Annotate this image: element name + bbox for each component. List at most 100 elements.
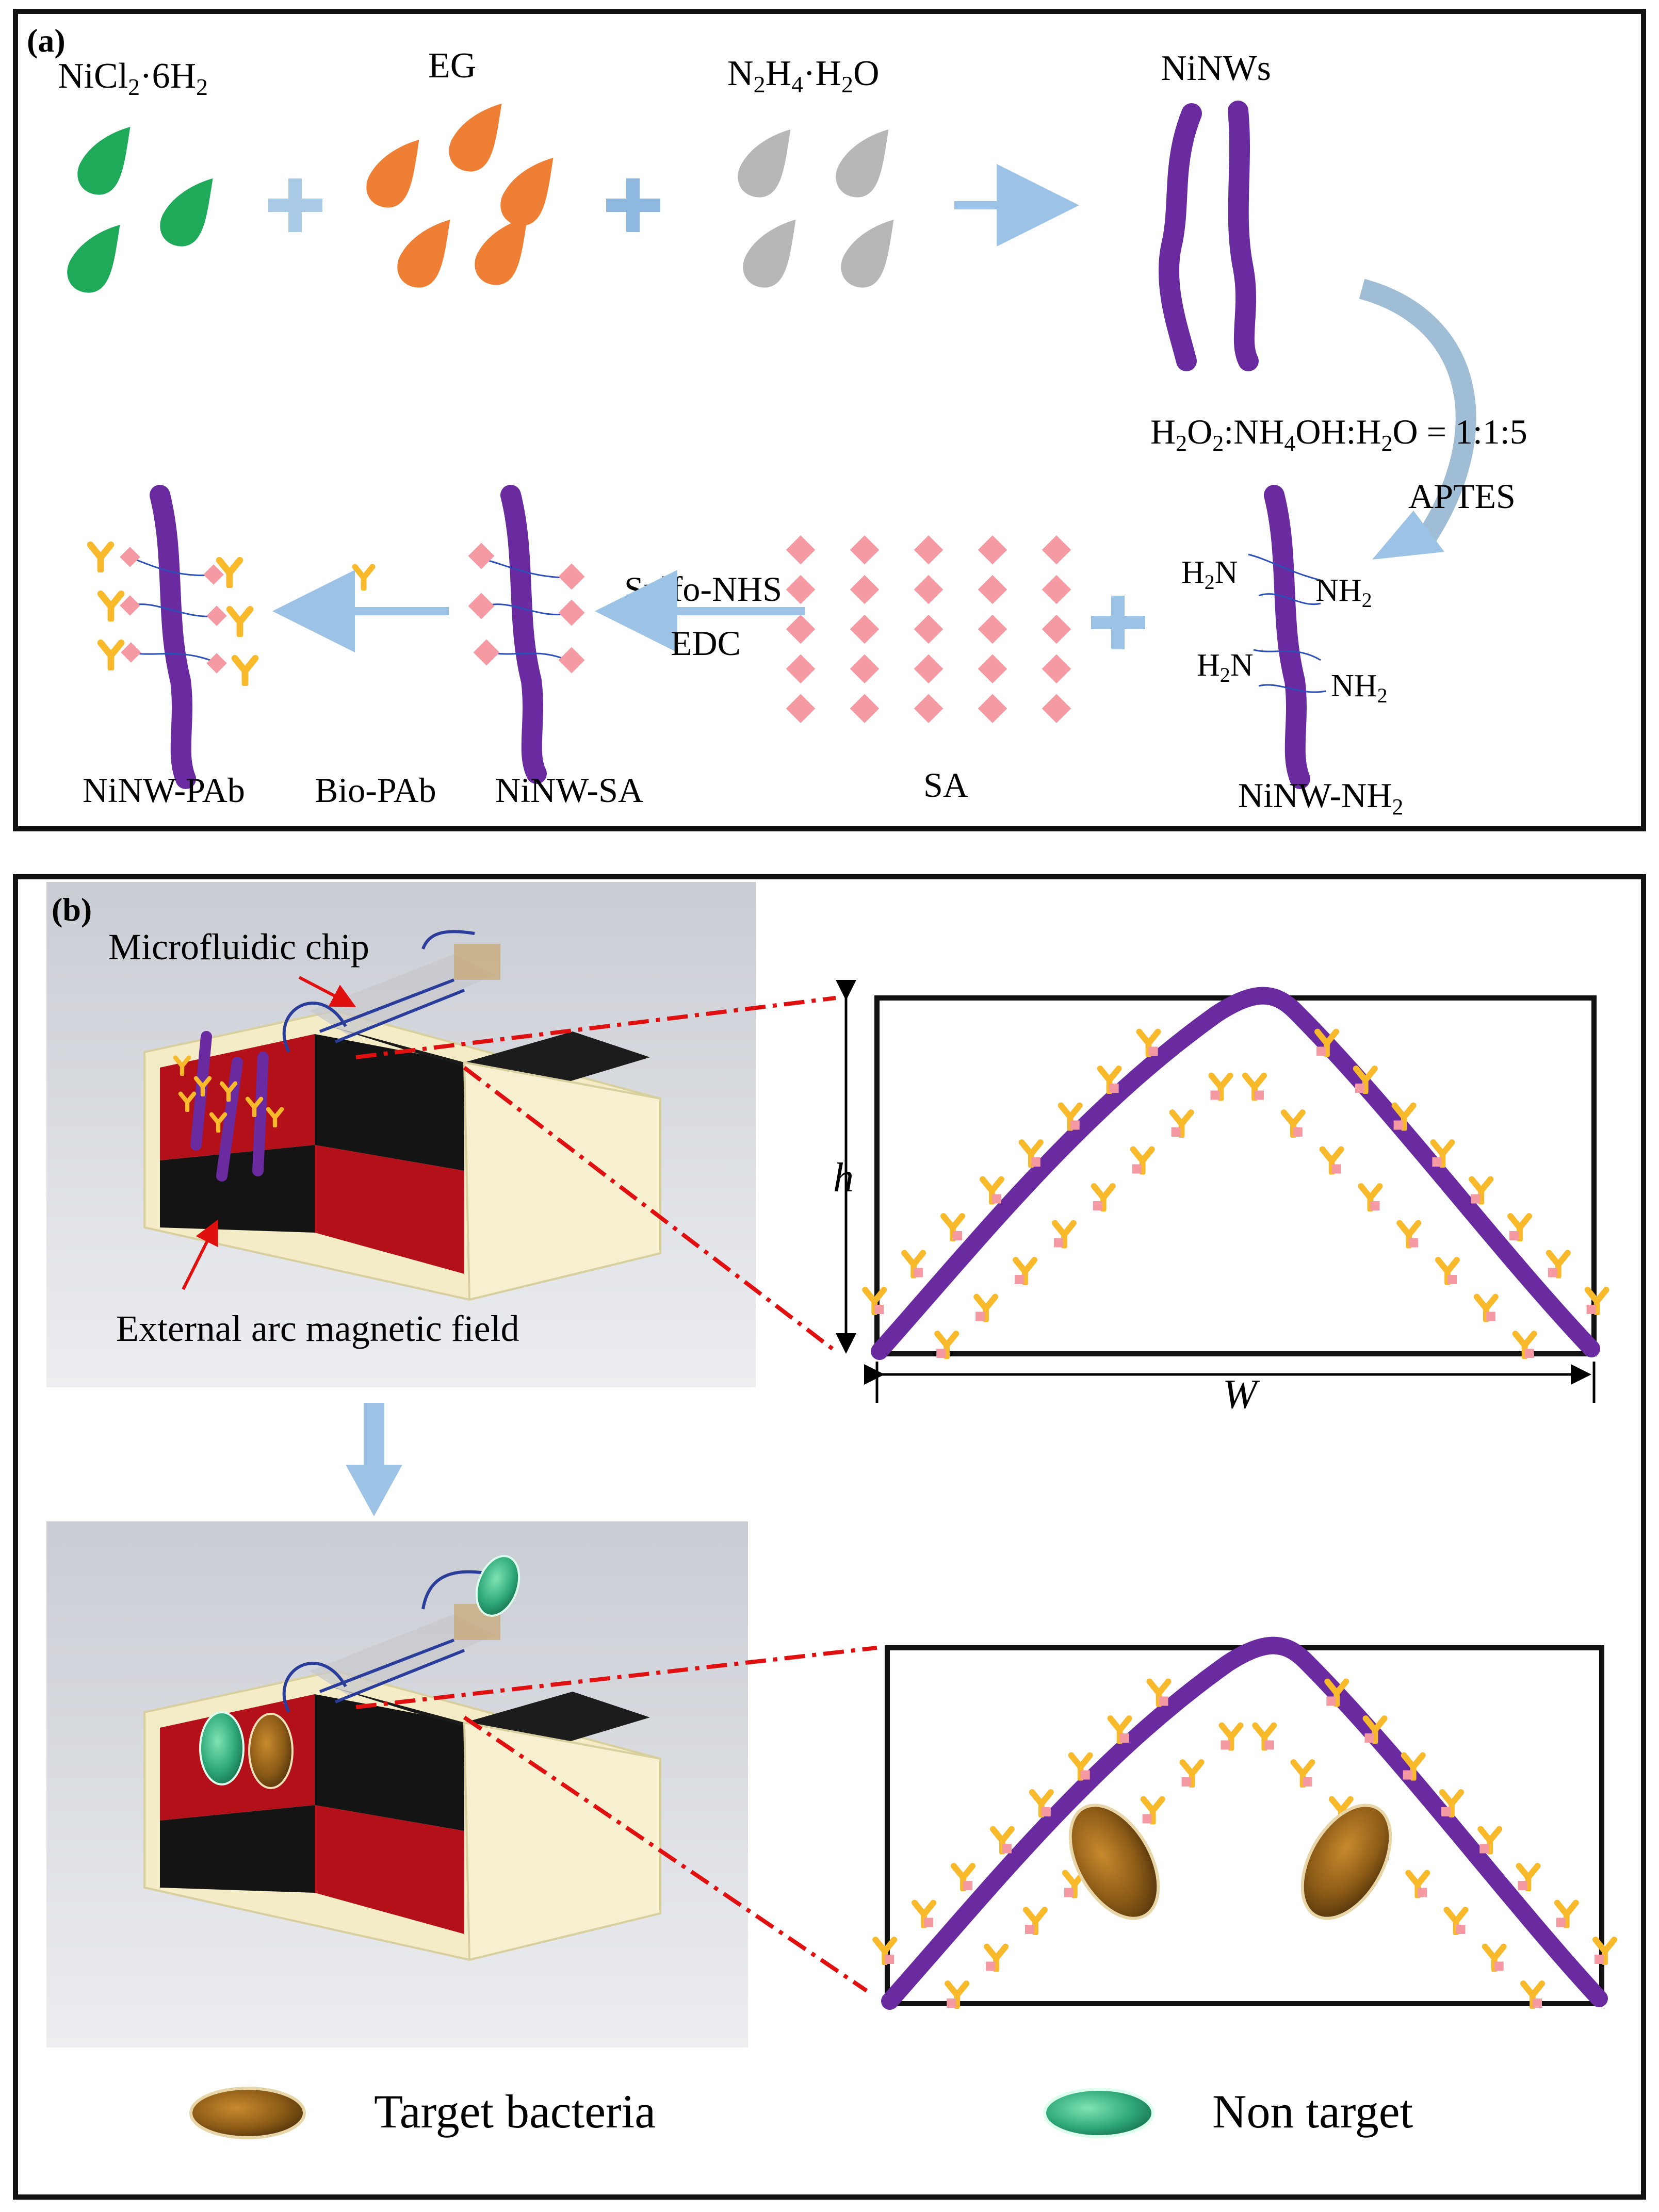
sa-diamond	[850, 654, 880, 684]
sa-diamond	[1556, 1918, 1566, 1927]
sa-diamond	[1255, 1090, 1264, 1100]
sa-diamond	[1042, 575, 1071, 604]
sa-diamond	[1471, 1194, 1481, 1204]
aptes-label: APTES	[1408, 477, 1516, 516]
sa-diamond	[786, 654, 816, 684]
plus-icon	[1091, 596, 1145, 649]
sa-diamond	[1159, 1696, 1168, 1706]
sa-diamond	[1119, 1733, 1129, 1743]
sa-diamond	[1479, 1844, 1489, 1854]
zoom-lines-top	[355, 996, 837, 1353]
sa-diamond	[1355, 1084, 1364, 1093]
sa-diamond	[850, 694, 880, 724]
sa-diamond	[1316, 1046, 1326, 1056]
oxidation-condition: H2O2:NH4OH:H2O = 1:1:5	[1150, 412, 1527, 456]
sa-diamond	[874, 1305, 884, 1314]
sa-diamond	[914, 614, 944, 644]
sa-diamond	[786, 535, 816, 565]
sa-label: SA	[923, 765, 968, 805]
target-bacterium	[1068, 1804, 1160, 1920]
hydrazine-drops	[738, 129, 894, 288]
sa-diamond	[1331, 1164, 1341, 1174]
sa-diamond	[850, 535, 880, 565]
sa-diamond	[1518, 1881, 1527, 1890]
sa-diamond	[1409, 1238, 1419, 1248]
chip-pointer	[298, 976, 356, 1007]
sa-diamond	[978, 535, 1007, 565]
sa-diamond	[978, 654, 1007, 684]
zoom-box-top: h W	[833, 980, 1606, 1417]
sa-diamond	[978, 694, 1007, 724]
sa-diamond	[991, 1194, 1001, 1204]
panel-b-label: (b)	[52, 891, 92, 928]
non-target-bacterium	[199, 1711, 245, 1785]
sa-diamond	[786, 575, 816, 604]
sa-diamond	[1093, 1201, 1102, 1210]
sa-diamond	[1548, 1268, 1557, 1277]
sa-diamond	[1586, 1305, 1596, 1314]
sa-diamond	[1364, 1733, 1374, 1743]
magnet-render-top: Microfluidic chip External arc magnetic …	[46, 882, 756, 1387]
sa-diamond	[786, 614, 816, 644]
sa-diamond	[1109, 1084, 1119, 1093]
sa-diamond	[1148, 1046, 1158, 1056]
down-arrow	[346, 1403, 402, 1516]
sa-diamond	[1142, 1814, 1152, 1824]
ninw-nh2-wire	[1248, 485, 1326, 789]
panel-a-frame	[13, 9, 1646, 831]
sa-diamond	[1447, 1275, 1457, 1284]
sa-diamond	[1181, 1777, 1191, 1787]
sa-diamond	[1042, 654, 1071, 684]
legend-non-target-label: Non target	[1212, 2085, 1413, 2138]
zoom-box-bottom	[875, 1636, 1614, 2010]
ninws-label: NiNWs	[1161, 48, 1271, 88]
ninw-nh2-label: NiNW-NH2	[1238, 776, 1403, 820]
ninw-pab-label: NiNW-PAb	[83, 771, 245, 810]
sa-diamond	[914, 535, 944, 565]
sa-diamond	[1015, 1275, 1024, 1284]
sa-diamond	[1486, 1312, 1495, 1321]
sa-diamond	[914, 654, 944, 684]
eg-label: EG	[428, 46, 476, 86]
sulfo-nhs-label: Sulfo-NHS	[624, 569, 782, 609]
sa-diamond	[1303, 1777, 1312, 1787]
sa-diamond	[1053, 1238, 1063, 1248]
sa-diamond	[1041, 1807, 1051, 1816]
ninw-sa-wire	[468, 485, 585, 784]
sa-diamond	[1132, 1164, 1142, 1174]
sa-diamond	[953, 1231, 962, 1240]
microfluidic-chip-label: Microfluidic chip	[108, 926, 369, 968]
sa-diamond	[1210, 1090, 1220, 1100]
sa-diamond	[1326, 1696, 1336, 1706]
sa-diamonds	[786, 535, 1071, 724]
non-target-bacterium	[475, 1555, 521, 1617]
bio-pab-label: Bio-PAb	[315, 771, 436, 810]
sa-diamond	[963, 1881, 972, 1890]
nicl2-label: NiCl2·6H2	[58, 56, 208, 100]
hydrazine-label: N2H4·H2O	[727, 54, 880, 97]
panel-a: (a) NiCl2·6H2 EG N2H4·H2O NiNWs	[13, 9, 1646, 831]
sa-diamond	[1403, 1770, 1412, 1780]
sa-diamond	[914, 694, 944, 724]
sa-diamond	[1456, 1925, 1466, 1934]
sa-diamond	[1080, 1770, 1090, 1780]
eg-drops	[366, 103, 554, 288]
sa-diamond	[936, 1349, 946, 1358]
sa-diamond	[1509, 1231, 1519, 1240]
ninw-sa-label: NiNW-SA	[495, 771, 643, 810]
sa-diamond	[1595, 1955, 1604, 1964]
sa-diamond	[1293, 1127, 1303, 1137]
curved-arrow	[1359, 278, 1476, 548]
legend: Target bacteria Non target	[189, 2085, 1413, 2139]
nicl2-drops	[67, 126, 213, 293]
curved-arrow-head	[1372, 511, 1444, 560]
sa-diamond	[1393, 1120, 1403, 1130]
sa-diamond	[1264, 1740, 1274, 1750]
sa-diamond	[924, 1918, 934, 1927]
sa-diamond	[1042, 535, 1071, 565]
sa-diamond	[1064, 1888, 1074, 1897]
panel-b: Microfluidic chip External arc magnetic …	[13, 874, 1646, 2200]
sa-diamond	[1524, 1349, 1534, 1358]
magnet-render-bottom	[46, 1521, 748, 2047]
